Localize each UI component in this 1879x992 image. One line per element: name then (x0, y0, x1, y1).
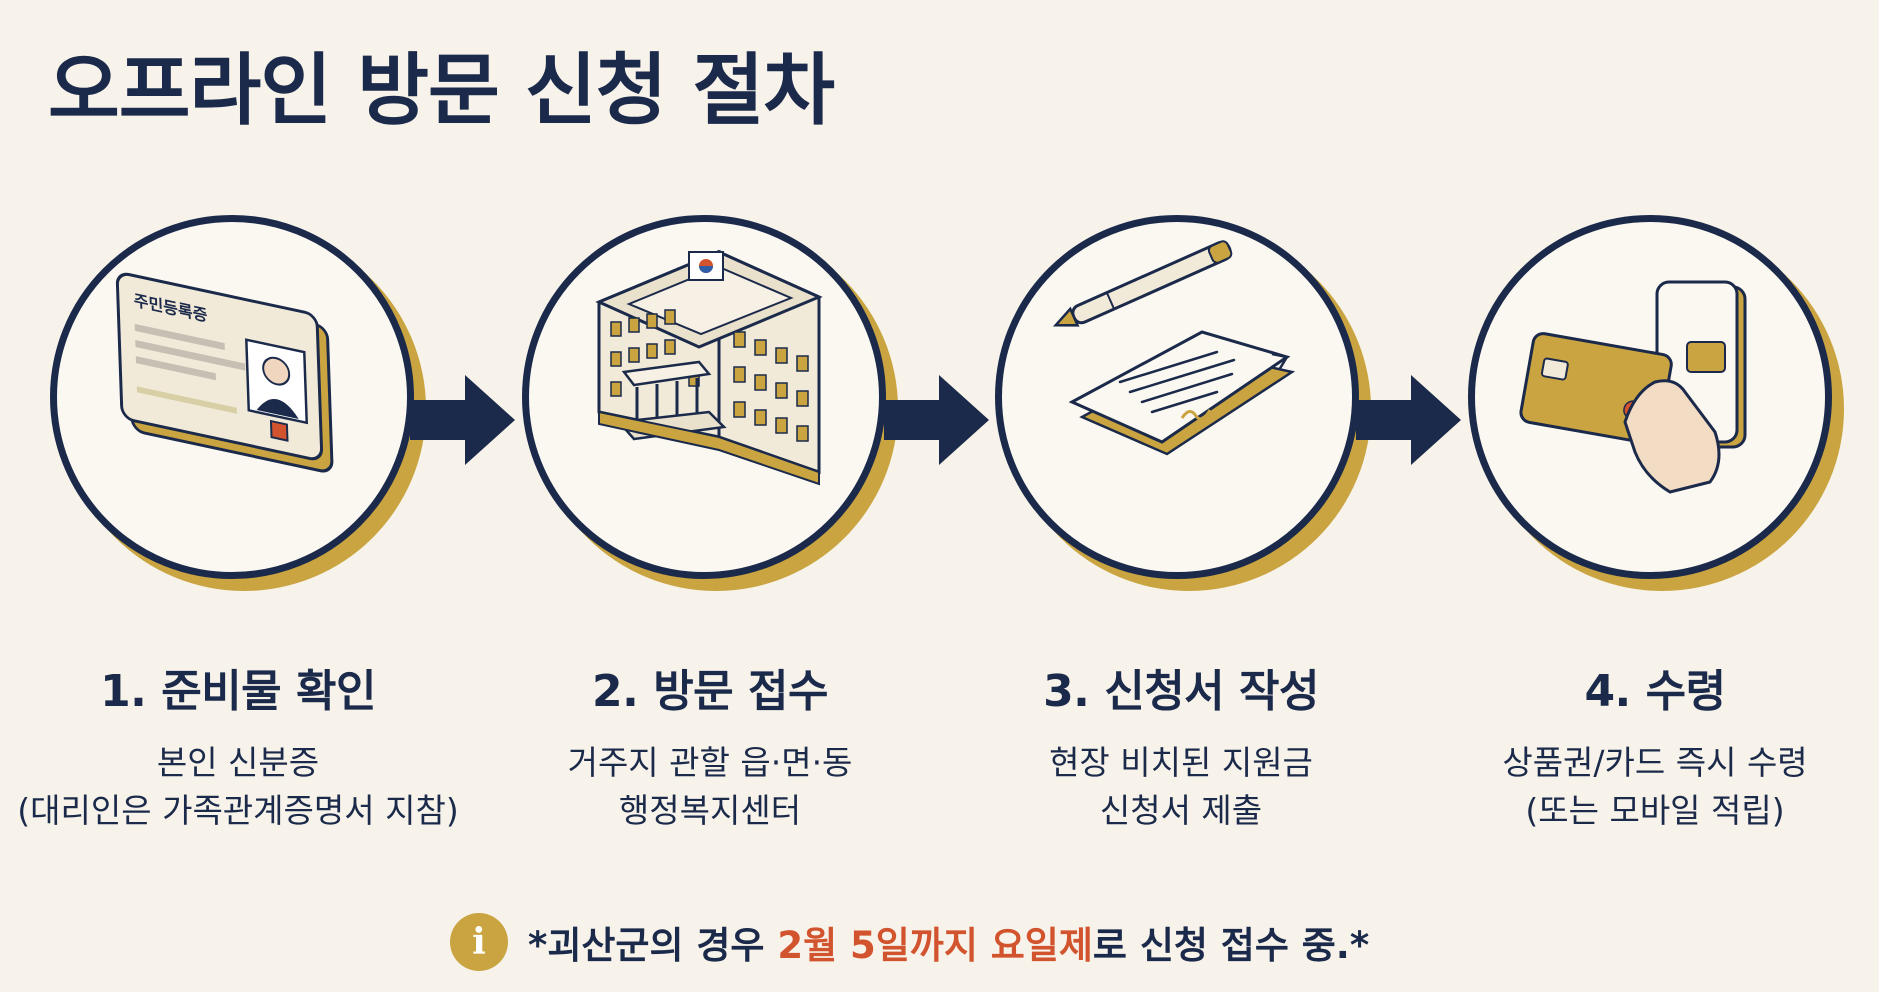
step-3-circle (995, 215, 1371, 591)
step-title: 1. 준비물 확인 (100, 666, 376, 717)
step-title: 4. 수령 (1584, 666, 1726, 717)
application-form-pen-icon (1052, 240, 1296, 456)
step-description: 현장 비치된 지원금 (1049, 743, 1313, 782)
step-title: 3. 신청서 작성 (1043, 666, 1319, 717)
step-3-text: 3. 신청서 작성 현장 비치된 지원금 신청서 제출 (951, 655, 1411, 835)
step-description: 본인 신분증 (156, 743, 320, 782)
info-note: i *괴산군의 경우 2월 5일까지 요일제로 신청 접수 중.* (450, 910, 1369, 974)
step-4-text: 4. 수령 상품권/카드 즉시 수령 (또는 모바일 적립) (1425, 655, 1879, 835)
id-card-icon: 주민등록증 (115, 272, 334, 473)
arrow-right-icon (884, 375, 989, 465)
note-text-part: *괴산군의 경우 (528, 924, 778, 967)
step-1-text: 1. 준비물 확인 본인 신분증 (대리인은 가족관계증명서 지참) (8, 655, 468, 835)
step-2-text: 2. 방문 접수 거주지 관할 읍·면·동 행정복지센터 (480, 655, 940, 835)
step-description: (또는 모바일 적립) (1525, 791, 1785, 830)
step-title: 2. 방문 접수 (592, 666, 828, 717)
info-icon: i (450, 913, 508, 971)
government-building-icon (595, 249, 823, 486)
note-text-part: 로 신청 접수 중.* (1092, 924, 1370, 967)
card-and-phone-icon (1519, 280, 1747, 494)
step-4-circle (1468, 215, 1844, 591)
step-description: 신청서 제출 (1099, 791, 1263, 830)
step-description: 상품권/카드 즉시 수령 (1502, 743, 1808, 782)
step-2-circle (522, 215, 898, 591)
note-highlight: 2월 5일까지 요일제 (777, 924, 1093, 967)
page-title: 오프라인 방문 신청 절차 (48, 46, 835, 136)
step-description: (대리인은 가족관계증명서 지참) (17, 791, 459, 830)
step-1-circle: 주민등록증 (50, 215, 426, 591)
note-text: *괴산군의 경우 2월 5일까지 요일제로 신청 접수 중.* (528, 915, 1369, 969)
arrow-right-icon (1356, 375, 1461, 465)
step-description: 행정복지센터 (618, 791, 802, 830)
arrow-right-icon (410, 375, 515, 465)
step-description: 거주지 관할 읍·면·동 (567, 743, 853, 782)
